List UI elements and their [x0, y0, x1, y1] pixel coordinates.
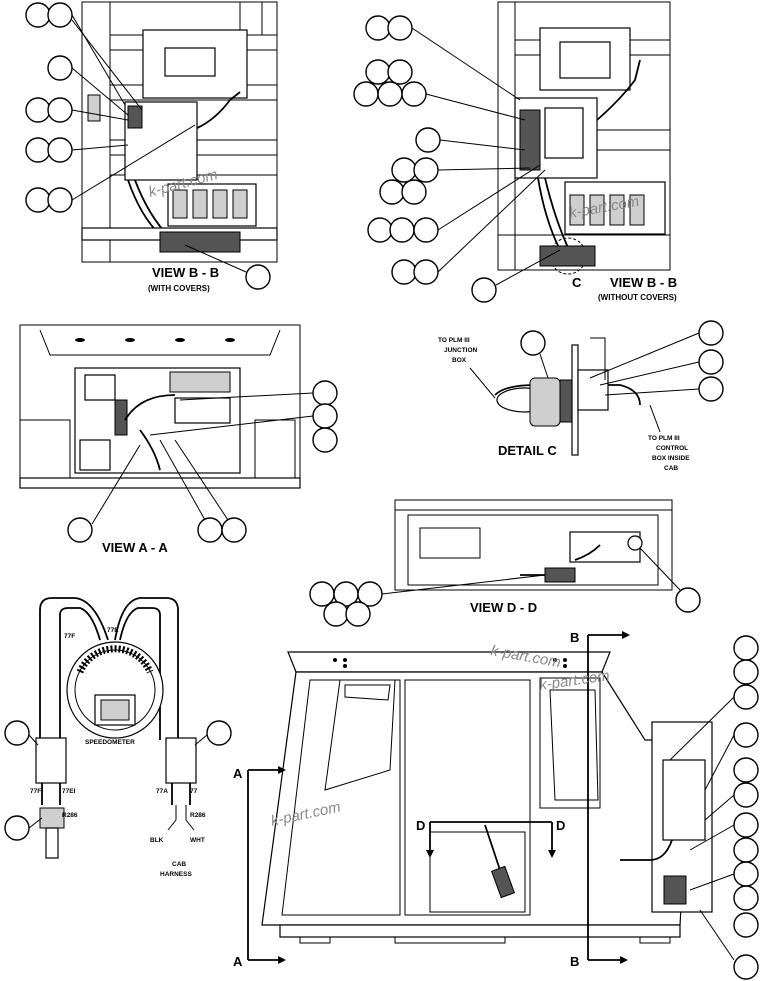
view-bb-with-title: VIEW B - B: [152, 265, 219, 280]
wire-77: 77: [190, 788, 198, 795]
control-note-3: BOX INSIDE: [652, 455, 690, 462]
section-a-top: A: [233, 766, 243, 781]
view-bb-with-subtitle: (WITH COVERS): [148, 284, 210, 293]
wire-blk: BLK: [150, 837, 164, 844]
control-note-2: CONTROL: [656, 445, 688, 452]
view-dd: VIEW D - D: [309, 499, 701, 627]
callout-bubbles-aa: [67, 380, 338, 543]
section-d-left: D: [416, 818, 425, 833]
detail-c-title: DETAIL C: [498, 443, 557, 458]
callout-bubbles-detail-c: [520, 320, 724, 402]
wire-77fi: 77FI: [30, 788, 43, 795]
section-a-bottom: A: [233, 954, 243, 969]
view-bb-without-covers: C VIEW B - B (WITHOUT COVERS) k-part.com: [353, 1, 677, 303]
control-note-4: CAB: [664, 465, 678, 472]
junction-note-1: TO PLM III: [438, 337, 470, 344]
section-lines: [247, 634, 622, 961]
cab-assembly: A A B B D D k-part.com k-part.com k-part…: [233, 630, 759, 980]
view-bb-without-subtitle: (WITHOUT COVERS): [598, 293, 677, 302]
view-bb-without-title: VIEW B - B: [610, 275, 677, 290]
callout-bubbles-speedometer: [4, 720, 232, 841]
wire-77ei: 77EI: [62, 788, 76, 795]
view-aa: VIEW A - A: [19, 324, 338, 555]
view-dd-title: VIEW D - D: [470, 600, 537, 615]
wire-77f: 77F: [64, 633, 75, 640]
detail-c: TO PLM III JUNCTION BOX DETAIL C TO PLM …: [438, 320, 724, 472]
leader-lines-bb-with: [71, 14, 247, 273]
callout-bubbles-dd: [309, 581, 701, 627]
wire-77a: 77A: [156, 788, 168, 795]
wire-r286-right: R286: [190, 812, 206, 819]
view-bb-with-covers: VIEW B - B (WITH COVERS) k-part.com: [25, 1, 278, 293]
junction-note-2: JUNCTION: [444, 347, 478, 354]
leader-lines-bb-without: [411, 27, 561, 286]
speedometer-label: SPEEDOMETER: [85, 739, 135, 746]
wire-wht: WHT: [190, 837, 205, 844]
callout-bubbles-bb-without: [353, 15, 497, 303]
speedometer-wiring: 77E 77F SPEEDOMETER 77FI 77EI 77A 77 R28…: [4, 597, 232, 878]
junction-note-3: BOX: [452, 357, 467, 364]
section-b-top: B: [570, 630, 579, 645]
section-b-bottom: B: [570, 954, 579, 969]
callout-bubbles-bb-with: [25, 2, 271, 290]
detail-c-callout: C: [572, 275, 582, 290]
control-note-1: TO PLM III: [648, 435, 680, 442]
wire-r286-left: R286: [62, 812, 78, 819]
section-d-right: D: [556, 818, 565, 833]
view-aa-title: VIEW A - A: [102, 540, 168, 555]
callout-bubbles-cab: [733, 635, 759, 980]
cab-harness-1: CAB: [172, 861, 186, 868]
cab-harness-2: HARNESS: [160, 871, 192, 878]
wire-77e: 77E: [107, 627, 119, 634]
